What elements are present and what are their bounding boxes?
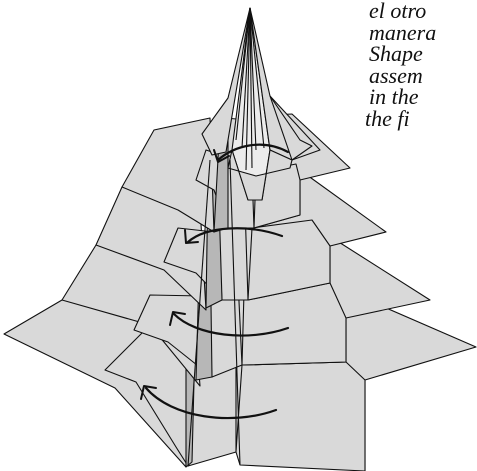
caption-text: el otro manera Shape assem in the the fi: [369, 0, 477, 129]
caption-line-1: el otro: [369, 0, 477, 22]
caption-line-4: assem: [369, 65, 477, 87]
caption-line-3: Shape: [369, 43, 477, 65]
caption-line-2: manera: [369, 22, 477, 44]
caption-line-5: in the: [369, 86, 477, 108]
caption-line-6: the fi: [365, 108, 477, 130]
